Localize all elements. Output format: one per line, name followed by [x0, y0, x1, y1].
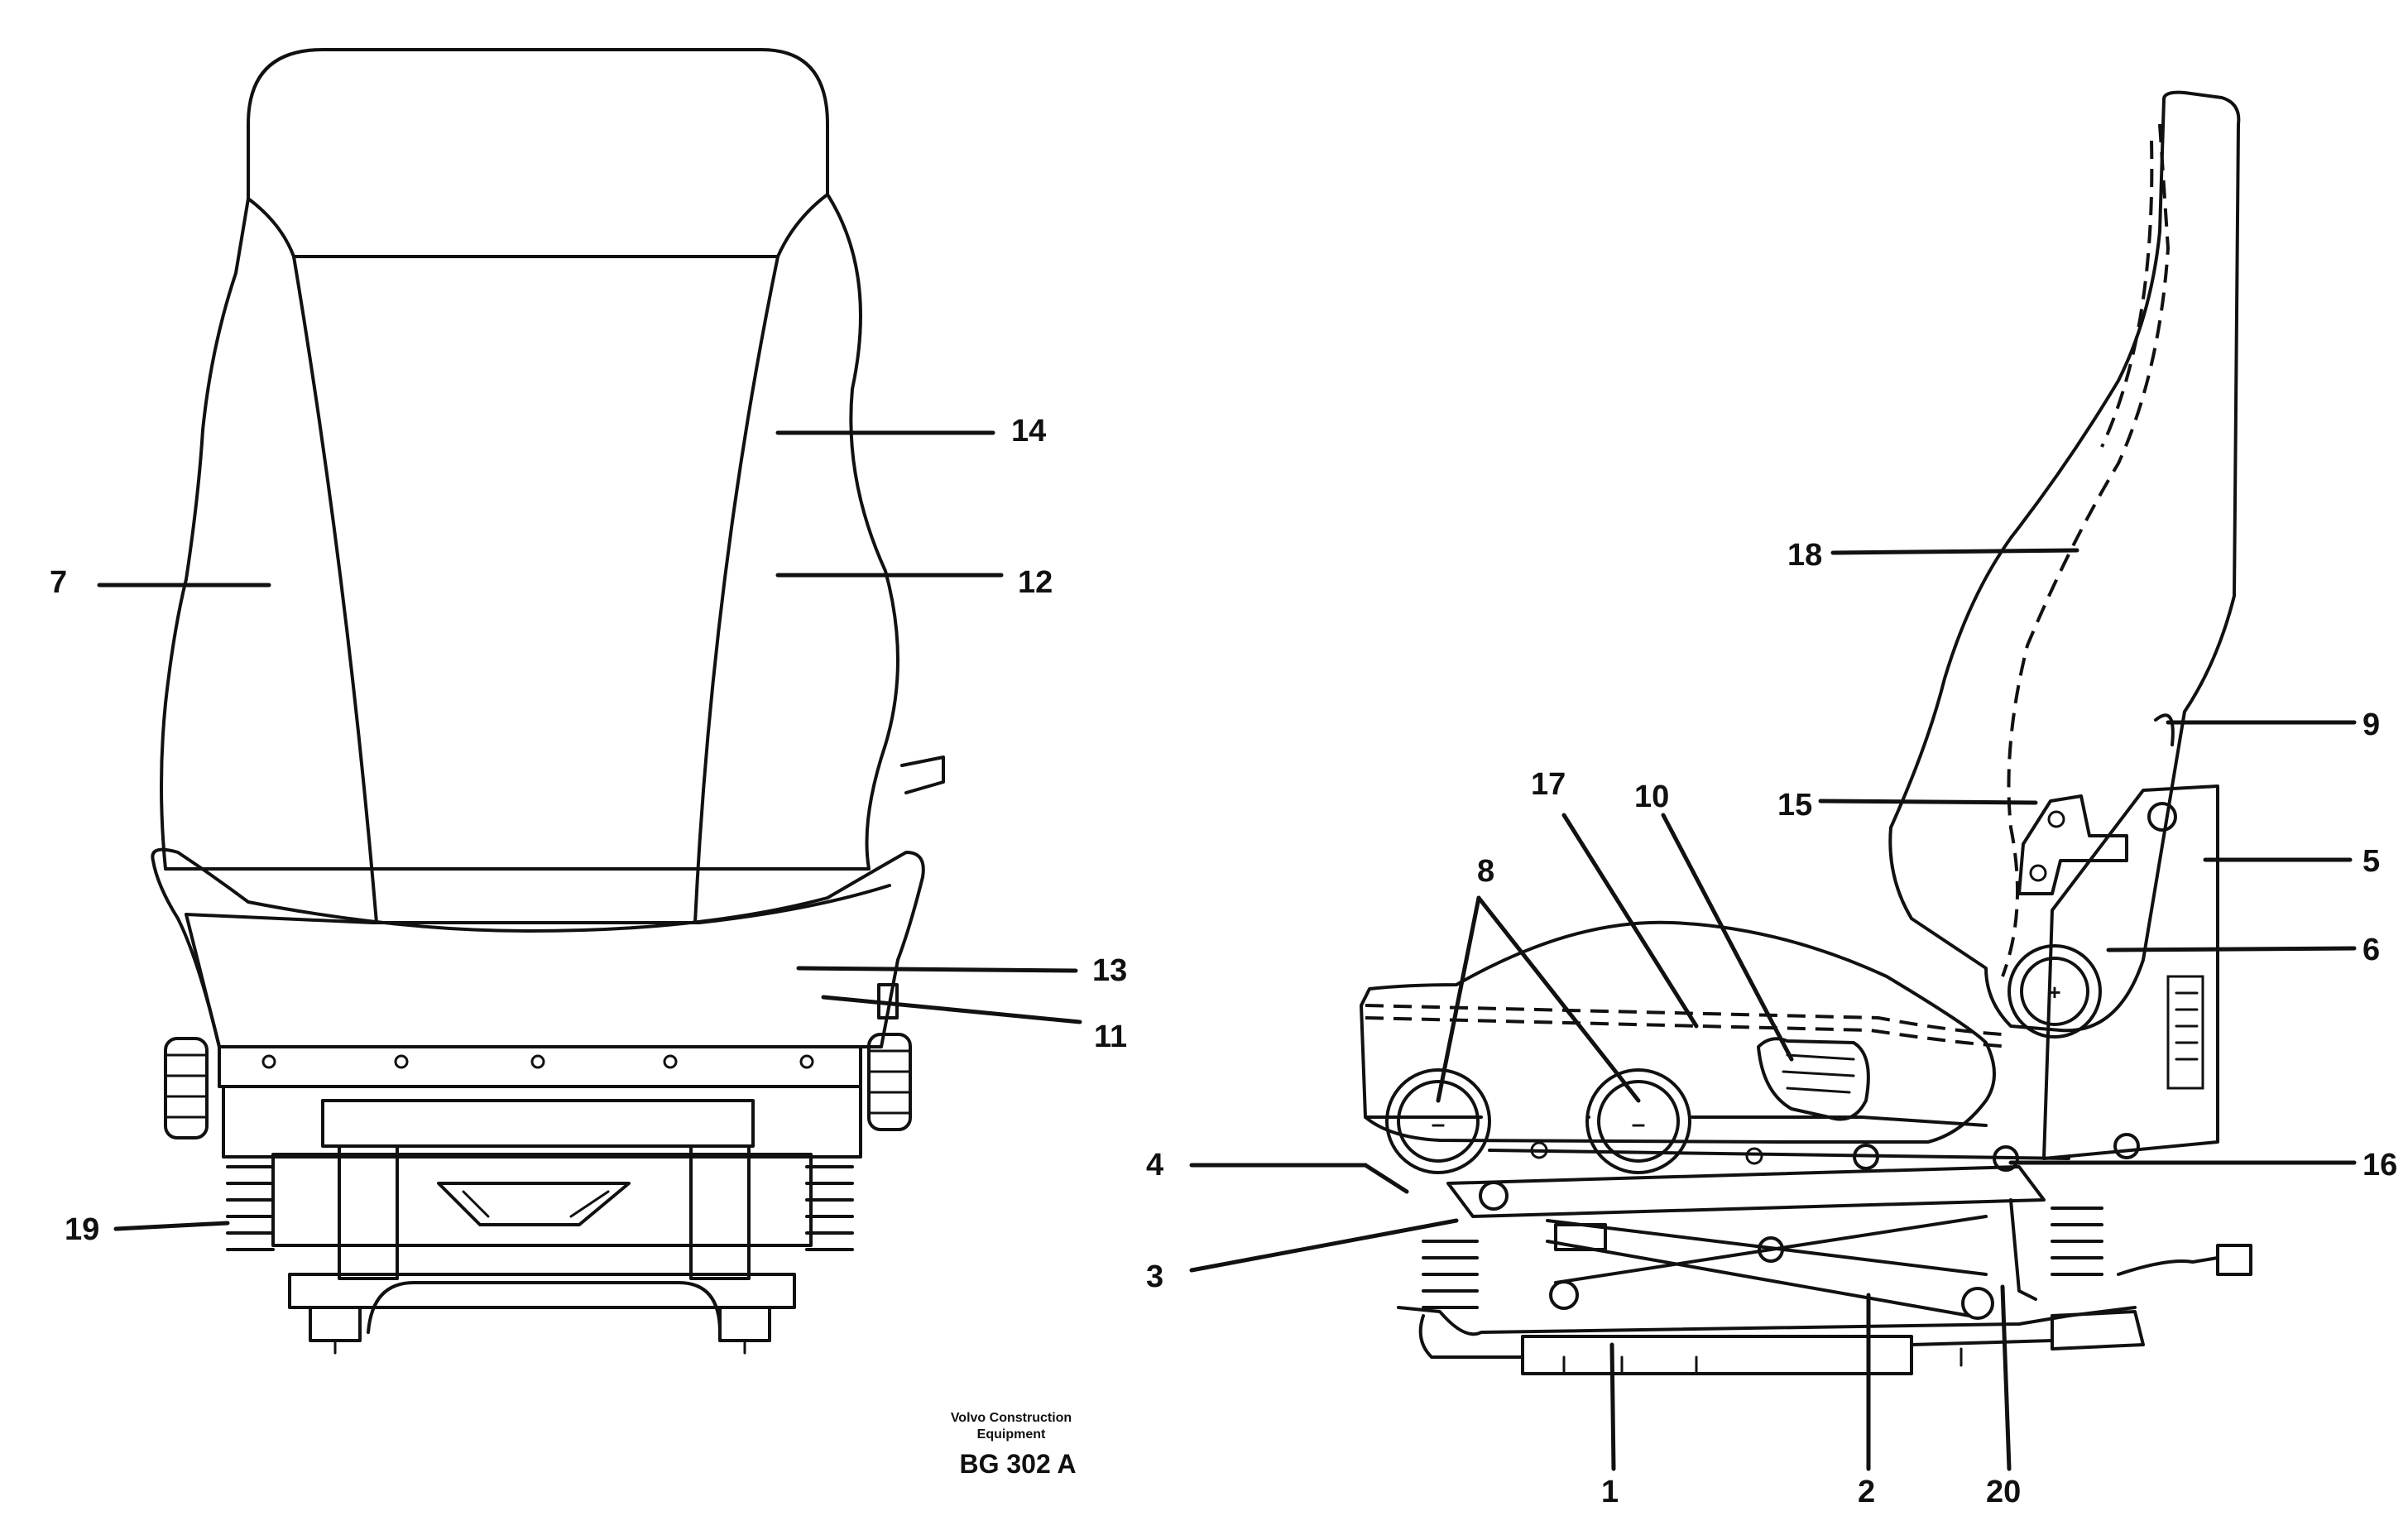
side-right-spring	[2051, 1207, 2103, 1276]
recline-knob: +	[2007, 944, 2102, 1039]
callout-20: 20	[1986, 1475, 2021, 1509]
callout-18: 18	[1787, 538, 1822, 573]
callout-15: 15	[1777, 788, 1812, 823]
company-name-line2: Equipment	[977, 1427, 1046, 1442]
cushion-frame-hidden-1	[1365, 1004, 2003, 1036]
backrest-inner-hidden	[2100, 140, 2154, 448]
rear-bracket	[2042, 784, 2219, 1160]
connector-cable	[2117, 1256, 2219, 1276]
frame-bolts	[261, 1054, 814, 1069]
side-left-spring	[1422, 1240, 1479, 1309]
center-panel-right	[693, 255, 779, 924]
seat-cushion	[151, 847, 925, 1048]
left-adjust-knob	[164, 1037, 209, 1139]
rail-bolt-1	[1853, 1144, 1879, 1170]
side-view-seat: + – –	[1360, 90, 2252, 1375]
side-leaders	[1189, 548, 2357, 1471]
callout-17: 17	[1531, 767, 1566, 802]
drawing-footer: Volvo Construction Equipment BG 302 A	[951, 1411, 1077, 1479]
callout-12: 12	[1018, 565, 1053, 600]
callout-11: 11	[1094, 1019, 1127, 1054]
center-panel-left	[292, 255, 378, 924]
rail-bolt-2	[1993, 1145, 2019, 1172]
side-seat-cushion	[1360, 920, 1996, 1144]
front-view-seat	[151, 48, 945, 1355]
callout-5: 5	[2362, 844, 2380, 879]
callout-7: 7	[50, 565, 67, 600]
side-backrest	[1888, 90, 2241, 1033]
front-leaders	[97, 430, 1082, 1231]
drawing-code: BG 302 A	[959, 1449, 1076, 1479]
right-adjust-knob	[867, 1033, 912, 1131]
recline-knob-sign: +	[2048, 980, 2060, 1005]
backrest-frame-hidden	[2001, 123, 2171, 977]
callout-19: 19	[65, 1212, 99, 1247]
callout-1: 1	[1601, 1475, 1619, 1509]
recline-bracket	[2017, 794, 2128, 895]
connector-plug	[2216, 1244, 2252, 1276]
lumbar-knob-right-sign: –	[1632, 1111, 1646, 1138]
callout-9: 9	[2362, 708, 2380, 742]
backrest-outline	[160, 48, 899, 871]
lower-rail	[1488, 1149, 2070, 1160]
callout-labels: 7 14 12 13 11 19 18 9 15 5 17 10 8 6 4 1…	[50, 414, 2397, 1509]
callout-6: 6	[2362, 933, 2380, 967]
side-base	[1397, 1306, 2145, 1375]
side-lever	[900, 756, 945, 794]
backrest-hinge	[2154, 713, 2175, 746]
backrest-left-corner	[247, 197, 295, 258]
upper-rail	[1364, 1115, 1988, 1127]
callout-3: 3	[1146, 1259, 1163, 1294]
callout-10: 10	[1634, 780, 1669, 814]
scissor-suspension	[1446, 1165, 2046, 1320]
slide-lever-grip	[1757, 1037, 1870, 1121]
front-right-spring	[805, 1165, 854, 1251]
lumbar-knob-right: –	[1585, 1068, 1691, 1174]
callout-4: 4	[1146, 1148, 1163, 1183]
company-name-line1: Volvo Construction	[951, 1411, 1072, 1425]
id-plate	[2166, 975, 2204, 1090]
lumbar-knob-left: –	[1385, 1068, 1491, 1174]
cushion-frame-hidden-2	[1365, 1016, 2012, 1048]
base-handle	[367, 1281, 722, 1334]
cushion-inner-edge	[185, 884, 891, 924]
backrest-right-corner	[776, 193, 829, 258]
callout-2: 2	[1858, 1475, 1875, 1509]
callout-16: 16	[2362, 1148, 2397, 1183]
callout-14: 14	[1011, 414, 1046, 449]
right-foot	[718, 1306, 771, 1342]
left-foot	[309, 1306, 362, 1342]
lumbar-knob-left-sign: –	[1432, 1111, 1446, 1138]
bracket-bolt-bottom	[2113, 1133, 2140, 1159]
callout-8: 8	[1477, 854, 1494, 889]
cushion-left-edge	[185, 913, 221, 1048]
callout-13: 13	[1092, 953, 1127, 988]
front-left-spring	[226, 1165, 275, 1251]
front-suspension	[222, 1085, 862, 1309]
bracket-bolt-top	[2147, 802, 2177, 832]
